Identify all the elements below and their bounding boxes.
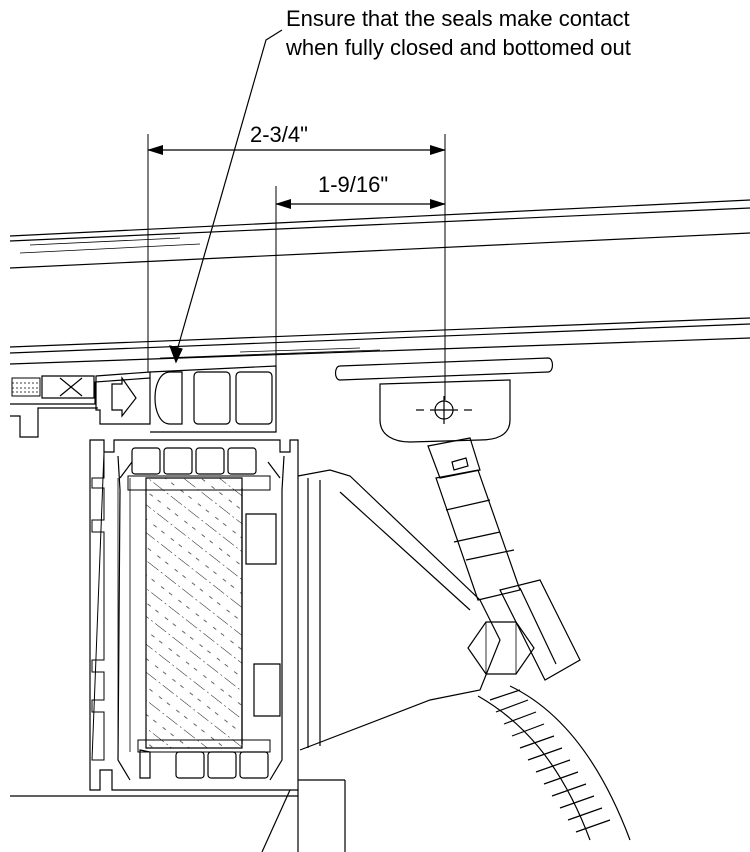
dimension-label-offset: 1-9/16" [318,172,389,197]
gas-strut [428,438,580,680]
left-seal-strip [10,376,150,437]
upper-rail [10,200,750,268]
dimension-label-overall: 2-3/4" [250,122,308,147]
lower-rail [10,318,750,364]
bottom-sill [10,780,345,852]
glass-pane [146,478,242,748]
note-leader-line [176,30,282,354]
hex-bolt [468,622,534,674]
seal-profile [96,366,276,432]
note-line-2: when fully closed and bottomed out [286,35,631,60]
leader-arrowhead [170,346,182,362]
corrugated-hose [478,686,630,840]
hinge-cap [336,358,553,442]
extension-lines [148,134,445,400]
mount-bracket [298,470,500,750]
note-line-1: Ensure that the seals make contact [286,6,630,31]
seal-contact-note: Ensure that the seals make contact when … [286,4,746,62]
